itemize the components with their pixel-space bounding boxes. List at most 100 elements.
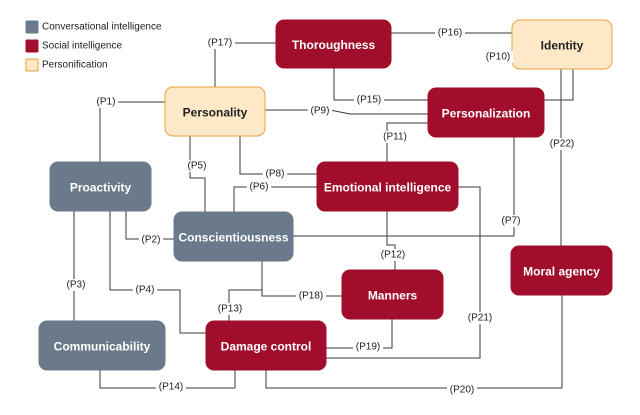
edge-label-p8: (P8) xyxy=(262,168,288,180)
node-label: Thoroughness xyxy=(292,38,376,52)
legend-label: Conversational intelligence xyxy=(42,22,162,33)
edge-label-text: (P20) xyxy=(450,385,474,396)
edge-label-text: (P8) xyxy=(266,169,285,180)
edge-label-background xyxy=(354,94,384,106)
edge-label-text: (P21) xyxy=(468,313,492,324)
edge-label-p14: (P14) xyxy=(156,381,186,393)
edge-labels-layer: (P1)(P2)(P3)(P4)(P5)(P6)(P7)(P8)(P9)(P10… xyxy=(63,27,577,396)
edge-label-text: (P7) xyxy=(502,216,521,227)
edge-p12 xyxy=(386,211,396,270)
node-label: Personality xyxy=(183,106,248,120)
edge-p1 xyxy=(99,101,165,162)
edge-p9 xyxy=(265,109,428,115)
edge-label-background xyxy=(132,284,158,296)
legend-label: Personification xyxy=(42,60,108,71)
edge-label-p2: (P2) xyxy=(138,234,164,246)
edge-label-text: (P22) xyxy=(550,139,574,150)
edge-label-p18: (P18) xyxy=(296,290,326,302)
edge-label-p1: (P1) xyxy=(93,96,119,108)
legend-label: Social intelligence xyxy=(42,41,122,52)
edge-label-background xyxy=(63,279,89,291)
node-proactivity: Proactivity xyxy=(49,161,152,212)
node-label: Communicability xyxy=(54,340,151,354)
edge-label-p13: (P13) xyxy=(215,303,245,315)
edge-label-p11: (P11) xyxy=(380,131,410,143)
edge-label-text: (P12) xyxy=(381,250,405,261)
node-thoroughness: Thoroughness xyxy=(275,19,392,69)
edge-label-text: (P10) xyxy=(486,52,510,63)
edge-p7 xyxy=(293,137,515,237)
edge-label-background xyxy=(435,27,465,39)
edge-label-background xyxy=(447,384,477,396)
edge-label-text: (P13) xyxy=(218,304,242,315)
edge-p6 xyxy=(233,186,317,212)
edge-p8 xyxy=(239,136,317,175)
edge-label-background xyxy=(378,249,408,261)
edge-label-background xyxy=(138,234,164,246)
edge-label-p3: (P3) xyxy=(63,279,89,291)
node-box xyxy=(205,320,327,371)
edge-label-text: (P9) xyxy=(311,106,330,117)
node-box xyxy=(341,269,444,320)
edge-label-text: (P18) xyxy=(299,291,323,302)
edge-label-background xyxy=(380,131,410,143)
node-personality: Personality xyxy=(164,86,266,137)
legend-swatch xyxy=(25,58,39,72)
node-box xyxy=(511,19,613,70)
node-box xyxy=(510,245,613,296)
edge-label-background xyxy=(296,290,326,302)
edge-label-p5: (P5) xyxy=(184,160,210,172)
edge-label-background xyxy=(353,341,383,353)
node-box xyxy=(427,87,545,138)
edge-label-text: (P15) xyxy=(357,95,381,106)
edge-p11 xyxy=(386,122,443,162)
edge-label-p12: (P12) xyxy=(378,249,408,261)
edge-label-p9: (P9) xyxy=(307,105,333,117)
edge-label-text: (P1) xyxy=(97,97,116,108)
edge-p4 xyxy=(109,211,206,334)
node-label: Manners xyxy=(368,289,418,303)
edge-label-background xyxy=(498,215,524,227)
edge-label-p10: (P10) xyxy=(483,51,513,63)
edge-label-p17: (P17) xyxy=(205,37,235,49)
node-communicability: Communicability xyxy=(38,320,166,371)
edge-label-p20: (P20) xyxy=(447,384,477,396)
edge-p5 xyxy=(189,136,206,212)
edge-label-text: (P17) xyxy=(208,38,232,49)
edge-label-background xyxy=(184,160,210,172)
edge-label-background xyxy=(246,181,272,193)
edge-label-text: (P5) xyxy=(188,161,207,172)
node-box xyxy=(316,161,459,212)
node-box xyxy=(173,211,294,262)
node-box xyxy=(164,86,266,137)
edge-label-p4: (P4) xyxy=(132,284,158,296)
node-manners: Manners xyxy=(341,269,444,320)
edge-label-background xyxy=(156,381,186,393)
edge-label-background xyxy=(307,105,333,117)
node-label: Proactivity xyxy=(70,181,132,195)
edge-label-text: (P19) xyxy=(356,342,380,353)
edge-label-p16: (P16) xyxy=(435,27,465,39)
node-emotional: Emotional intelligence xyxy=(316,161,459,212)
edge-label-background xyxy=(547,138,577,150)
node-conscientiousness: Conscientiousness xyxy=(173,211,294,262)
edge-label-background xyxy=(205,37,235,49)
node-label: Damage control xyxy=(221,340,312,354)
edge-p17 xyxy=(214,42,276,87)
edge-p20 xyxy=(265,295,563,389)
edge-label-text: (P16) xyxy=(438,28,462,39)
legend-item-social: Social intelligence xyxy=(25,39,122,53)
node-moral: Moral agency xyxy=(510,245,613,296)
node-box xyxy=(49,161,152,212)
edge-label-p7: (P7) xyxy=(498,215,524,227)
node-label: Identity xyxy=(541,39,584,53)
node-box xyxy=(38,320,166,371)
legend-swatch xyxy=(25,39,39,53)
edge-p15 xyxy=(333,68,428,101)
legend-item-conversational: Conversational intelligence xyxy=(25,20,162,34)
edge-p10 xyxy=(544,69,574,101)
legend-item-personification: Personification xyxy=(25,58,108,72)
node-label: Conscientiousness xyxy=(178,231,288,245)
edge-label-p21: (P21) xyxy=(465,312,495,324)
